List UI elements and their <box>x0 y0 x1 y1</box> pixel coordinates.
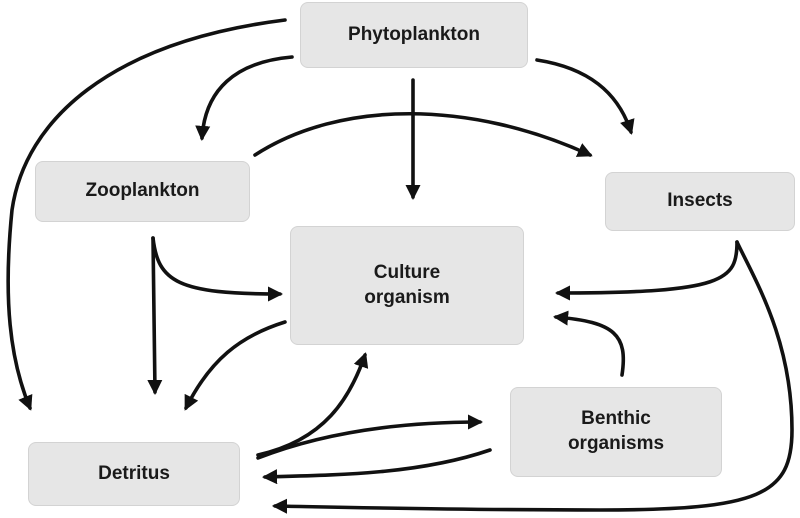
node-phytoplankton: Phytoplankton <box>300 2 528 68</box>
arrow-detritus-benthic <box>256 414 484 460</box>
arrow-insects-detritus <box>271 240 794 514</box>
arrow-insects-culture <box>554 240 739 301</box>
node-culture-organism: Culture organism <box>290 226 524 345</box>
arrow-culture-detritus <box>184 320 287 411</box>
arrow-benthic-detritus <box>261 448 492 485</box>
node-detritus: Detritus <box>28 442 240 506</box>
arrow-zooplankton-culture <box>151 236 284 302</box>
arrow-benthic-culture <box>552 310 626 377</box>
arrow-zooplankton-detritus <box>147 236 163 396</box>
arrow-phytoplankton-zooplankton <box>195 55 294 142</box>
node-insects: Insects <box>605 172 795 231</box>
node-benthic-organisms: Benthic organisms <box>510 387 722 477</box>
arrow-phytoplankton-insects <box>535 58 635 135</box>
arrow-zooplankton-insects <box>253 111 593 157</box>
arrow-phytoplankton-detritus <box>6 18 287 411</box>
node-zooplankton: Zooplankton <box>35 161 250 222</box>
